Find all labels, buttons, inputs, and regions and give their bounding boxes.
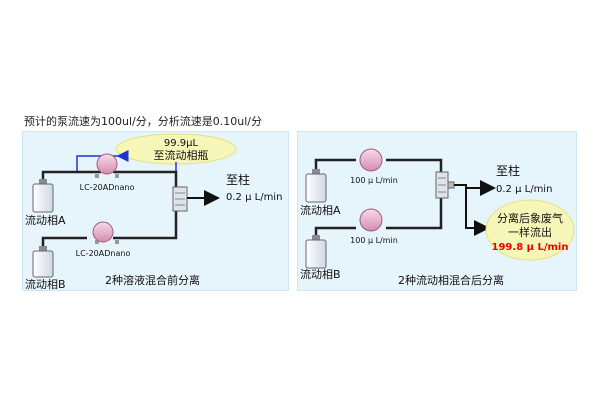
pump-bottom: 100 μ L/min	[350, 208, 398, 245]
outlet-arrow	[454, 180, 496, 196]
bottle-b-label: 流动相B	[300, 267, 341, 281]
pump-top-label: LC-20ADnano	[80, 183, 135, 192]
pump-top-rate: 100 μ L/min	[350, 176, 398, 185]
to-column-label: 至柱	[226, 172, 250, 187]
bottle-b: 流动相B	[300, 235, 341, 281]
pump-bottom-rate: 100 μ L/min	[350, 236, 398, 245]
pump-top: 100 μ L/min	[350, 148, 398, 185]
diagram-right: 100 μ L/min 100 μ L/min 至柱 0.2 μ L/min 分…	[300, 148, 575, 287]
waste-arrow	[465, 188, 490, 236]
bottle-b-label: 流动相B	[25, 277, 66, 291]
mixer-tee	[435, 171, 455, 199]
flow-rate-label: 0.2 μ L/min	[496, 184, 552, 195]
bubble-text-1: 99.9μL	[164, 138, 199, 149]
flow-rate-label: 0.2 μ L/min	[226, 192, 282, 203]
caption: 预计的泵流速为100ul/分，分析流速是0.10ul/分	[24, 115, 262, 128]
bottle-a-label: 流动相A	[25, 213, 66, 227]
bottle-a: 流动相A	[300, 169, 341, 217]
tube-a-in	[41, 170, 101, 182]
waste-rate: 199.8 μ L/min	[492, 242, 569, 253]
waste-text-2: 一样流出	[508, 225, 552, 239]
return-bubble: 99.9μL 至流动相瓶	[115, 133, 237, 165]
pump-bottom: LC-20ADnano	[76, 221, 131, 258]
tube-b-in	[314, 226, 356, 238]
panel-left-title: 2种溶液混合前分离	[105, 273, 200, 287]
bubble-text-2: 至流动相瓶	[154, 148, 209, 162]
bottle-b: 流动相B	[25, 246, 66, 291]
waste-bubble: 分离后象废气 一样流出 199.8 μ L/min	[485, 199, 575, 261]
mixer-tee	[172, 186, 188, 212]
panel-before-mixing: 99.9μL 至流动相瓶 LC-20ADnano LC-20ADnano	[22, 131, 289, 291]
bottle-a: 流动相A	[25, 179, 66, 227]
to-column-label: 至柱	[496, 163, 520, 178]
panel-after-mixing: 100 μ L/min 100 μ L/min 至柱 0.2 μ L/min 分…	[297, 131, 577, 291]
pump-top: LC-20ADnano	[80, 153, 135, 192]
panel-right-title: 2种流动相混合后分离	[398, 273, 504, 287]
diagram-left: 99.9μL 至流动相瓶 LC-20ADnano LC-20ADnano	[25, 133, 282, 291]
tube-b-out	[113, 207, 178, 240]
waste-text-1: 分离后象废气	[497, 211, 563, 225]
tube-b-out	[386, 197, 443, 230]
bottle-a-label: 流动相A	[300, 203, 341, 217]
tube-a-in	[314, 158, 356, 172]
tube-a-out	[386, 158, 443, 172]
pump-bottom-label: LC-20ADnano	[76, 249, 131, 258]
